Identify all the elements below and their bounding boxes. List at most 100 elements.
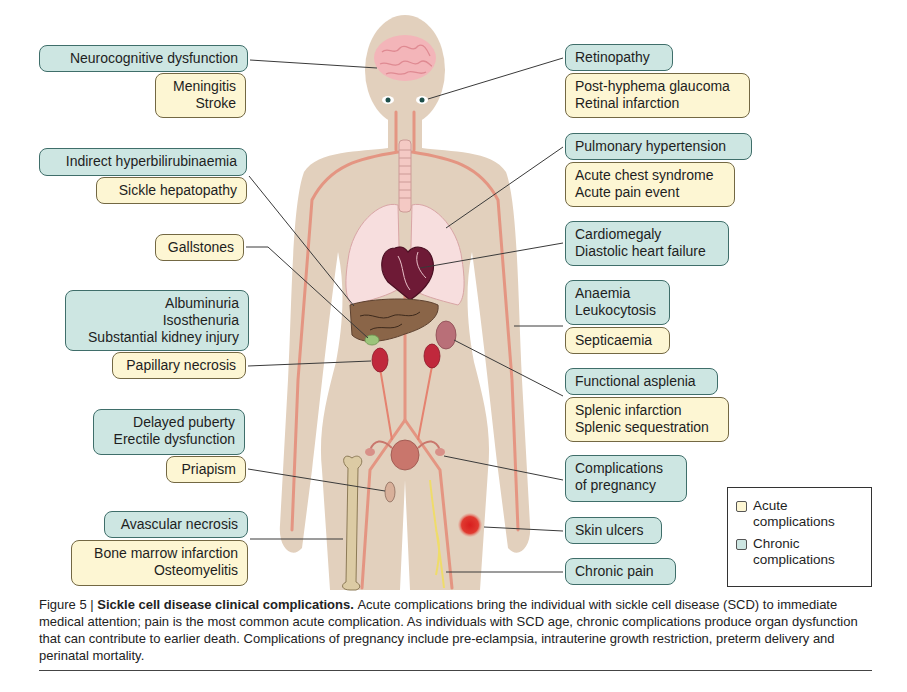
- acute-complication-box: Sickle hepatopathy: [96, 177, 247, 204]
- acute-complication-box: MeningitisStroke: [155, 73, 246, 118]
- complication-text: Gallstones: [165, 239, 234, 256]
- legend-box: Acute complicationsChronic complications: [727, 487, 872, 587]
- acute-complication-box: Bone marrow infarctionOsteomyelitis: [71, 540, 248, 586]
- chronic-complication-box: Pulmonary hypertension: [565, 133, 752, 160]
- complication-text: Priapism: [176, 461, 236, 478]
- acute-complication-box: Splenic infarctionSplenic sequestration: [565, 397, 729, 442]
- chronic-complication-box: CardiomegalyDiastolic heart failure: [565, 221, 729, 266]
- chronic-complication-box: AlbuminuriaIsosthenuriaSubstantial kidne…: [65, 290, 249, 351]
- leader-line: [514, 326, 563, 327]
- leader-line: [454, 340, 563, 396]
- complication-text: Meningitis: [165, 78, 236, 95]
- nerve: [430, 480, 444, 588]
- complication-text: Complications of pregnancy: [575, 460, 677, 494]
- blood-vessels: [292, 112, 518, 588]
- leader-line: [446, 147, 563, 228]
- leader-line: [444, 456, 563, 480]
- liver: [350, 299, 438, 341]
- trachea-rings: [399, 150, 411, 198]
- genitalia: [385, 482, 395, 502]
- complication-text: Delayed puberty: [103, 414, 235, 431]
- uterus: [391, 440, 419, 470]
- chronic-complication-box: Skin ulcers: [565, 517, 662, 544]
- chronic-complication-box: Retinopathy: [565, 44, 673, 71]
- ovary: [435, 448, 445, 456]
- vessel: [413, 112, 416, 150]
- eye: [416, 96, 428, 104]
- complication-text: Albuminuria: [75, 295, 239, 312]
- legend-item: Chronic complications: [736, 536, 863, 568]
- complication-text: Retinopathy: [575, 49, 663, 66]
- acute-complication-box: Post-hyphema glaucomaRetinal infarction: [565, 73, 750, 118]
- legend-text: Acute complications: [753, 498, 863, 530]
- trachea: [399, 140, 411, 212]
- ureters: [380, 366, 432, 440]
- skin-ulcer: [458, 513, 482, 537]
- legend-swatch: [736, 539, 747, 550]
- chronic-complication-box: Chronic pain: [565, 558, 676, 585]
- complication-text: Sickle hepatopathy: [106, 182, 237, 199]
- brain-folds: [380, 45, 432, 74]
- brain: [374, 35, 436, 81]
- kidney: [424, 344, 440, 368]
- complication-text: Bone marrow infarction: [81, 545, 238, 562]
- complication-text: Functional asplenia: [575, 373, 708, 390]
- complication-text: Osteomyelitis: [81, 562, 238, 579]
- complication-text: Retinal infarction: [575, 95, 740, 112]
- heart: [382, 247, 434, 300]
- acute-complication-box: Septicaemia: [565, 327, 670, 354]
- pupil: [420, 98, 425, 103]
- leader-line: [420, 243, 563, 268]
- leader-line: [248, 469, 385, 491]
- leader-line: [250, 60, 377, 68]
- pupil: [386, 98, 391, 103]
- acute-complication-box: Acute chest syndromeAcute pain event: [565, 162, 735, 207]
- complication-text: Stroke: [165, 95, 236, 112]
- head: [365, 15, 445, 125]
- complication-text: Acute pain event: [575, 184, 725, 201]
- complication-text: Splenic infarction: [575, 402, 719, 419]
- acute-complication-box: Gallstones: [155, 234, 244, 261]
- complication-text: Papillary necrosis: [122, 357, 236, 374]
- legend-item: Acute complications: [736, 498, 863, 530]
- legend-text: Chronic complications: [753, 536, 863, 568]
- chronic-complication-box: Indirect hyperbilirubinaemia: [39, 148, 247, 176]
- complication-text: Anaemia: [575, 285, 660, 302]
- body-silhouette: [280, 115, 530, 590]
- gallbladder: [365, 335, 379, 345]
- complication-text: Acute chest syndrome: [575, 167, 725, 184]
- complication-text: Leukocytosis: [575, 302, 660, 319]
- complication-text: Erectile dysfunction: [103, 431, 235, 448]
- complication-text: Neurocognitive dysfunction: [49, 50, 238, 67]
- acute-complication-box: Papillary necrosis: [112, 352, 246, 379]
- figure-number: Figure 5 |: [39, 597, 94, 612]
- complication-text: Post-hyphema glaucoma: [575, 78, 740, 95]
- eye: [382, 96, 394, 104]
- leader-line: [246, 247, 368, 338]
- leader-line: [428, 58, 563, 99]
- complication-text: Indirect hyperbilirubinaemia: [49, 153, 237, 170]
- kidney: [372, 348, 388, 372]
- chronic-complication-box: Avascular necrosis: [104, 511, 248, 538]
- leader-line: [484, 527, 563, 531]
- complication-text: Cardiomegaly: [575, 226, 719, 243]
- leader-line: [446, 572, 563, 573]
- complication-text: Chronic pain: [575, 563, 666, 580]
- complication-text: Isosthenuria: [75, 312, 239, 329]
- complication-text: Splenic sequestration: [575, 419, 719, 436]
- figure-title: Sickle cell disease clinical complicatio…: [97, 597, 354, 612]
- leader-line: [248, 361, 371, 366]
- ovary: [365, 448, 375, 456]
- vessel: [395, 112, 398, 150]
- leader-line: [249, 176, 354, 306]
- chronic-complication-box: Neurocognitive dysfunction: [39, 45, 248, 72]
- chronic-complication-box: Complications of pregnancy: [565, 455, 687, 502]
- leader-lines: [246, 58, 563, 572]
- heart-vessels: [398, 252, 426, 290]
- leader-line: [250, 539, 343, 540]
- chronic-complication-box: AnaemiaLeukocytosis: [565, 280, 670, 325]
- liver-veins: [360, 312, 420, 330]
- femur: [343, 456, 362, 590]
- acute-complication-box: Priapism: [166, 456, 246, 483]
